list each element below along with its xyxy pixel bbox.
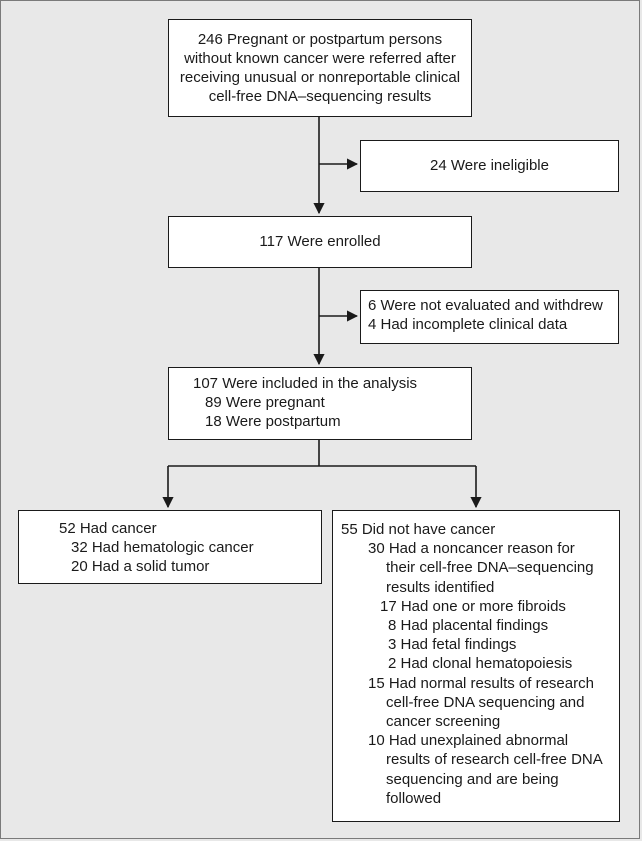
excluded-line: 4 Had incomplete clinical data	[368, 316, 568, 334]
analysis-sub: 89 Were pregnant	[205, 394, 325, 412]
referred-line: cell-free DNA–sequencing results	[208, 88, 432, 106]
referred-box: 246 Pregnant or postpartum persons witho…	[168, 19, 472, 117]
no-cancer-title: 55 Did not have cancer	[341, 521, 496, 538]
enrolled-text: 117 Were enrolled	[259, 233, 381, 251]
cancer-sub: 20 Had a solid tumor	[71, 558, 210, 576]
unexplained-line: sequencing and are being	[386, 770, 559, 788]
normal-results-line: cancer screening	[386, 713, 501, 731]
analysis-title: 107 Were included in the analysis	[193, 375, 418, 392]
noncancer-reason-line: 30 Had a noncancer reason for	[368, 540, 575, 558]
normal-results-line: cell-free DNA sequencing and	[386, 693, 585, 711]
cancer-sub: 32 Had hematologic cancer	[71, 539, 254, 557]
noncancer-sub-item: 3 Had fetal findings	[388, 636, 517, 654]
noncancer-reason-line: their cell-free DNA–sequencing	[386, 559, 594, 577]
noncancer-sub-item: 17 Had one or more fibroids	[380, 597, 566, 615]
noncancer-sub-item: 8 Had placental findings	[388, 617, 549, 635]
unexplained-line: followed	[386, 789, 442, 807]
unexplained-line: 10 Had unexplained abnormal	[368, 732, 569, 750]
excluded-line: 6 Were not evaluated and withdrew	[368, 297, 603, 314]
normal-results-line: 15 Had normal results of research	[368, 674, 594, 692]
ineligible-box: 24 Were ineligible	[360, 140, 619, 192]
noncancer-reason-line: results identified	[386, 578, 495, 596]
analysis-sub: 18 Were postpartum	[205, 413, 341, 431]
referred-line: without known cancer were referred after	[184, 49, 456, 67]
excluded-box: 6 Were not evaluated and withdrew 4 Had …	[360, 290, 619, 344]
cancer-title: 52 Had cancer	[59, 520, 157, 537]
unexplained-line: results of research cell-free DNA	[386, 751, 603, 769]
referred-line: receiving unusual or nonreportable clini…	[179, 69, 461, 86]
analysis-box: 107 Were included in the analysis 89 Wer…	[168, 367, 472, 440]
referred-line: 246 Pregnant or postpartum persons	[197, 30, 443, 48]
noncancer-sub-item: 2 Had clonal hematopoiesis	[388, 655, 573, 673]
cancer-box: 52 Had cancer 32 Had hematologic cancer …	[18, 510, 322, 584]
no-cancer-box: 55 Did not have cancer 30 Had a noncance…	[332, 510, 620, 822]
enrolled-box: 117 Were enrolled	[168, 216, 472, 268]
ineligible-text: 24 Were ineligible	[430, 157, 549, 175]
